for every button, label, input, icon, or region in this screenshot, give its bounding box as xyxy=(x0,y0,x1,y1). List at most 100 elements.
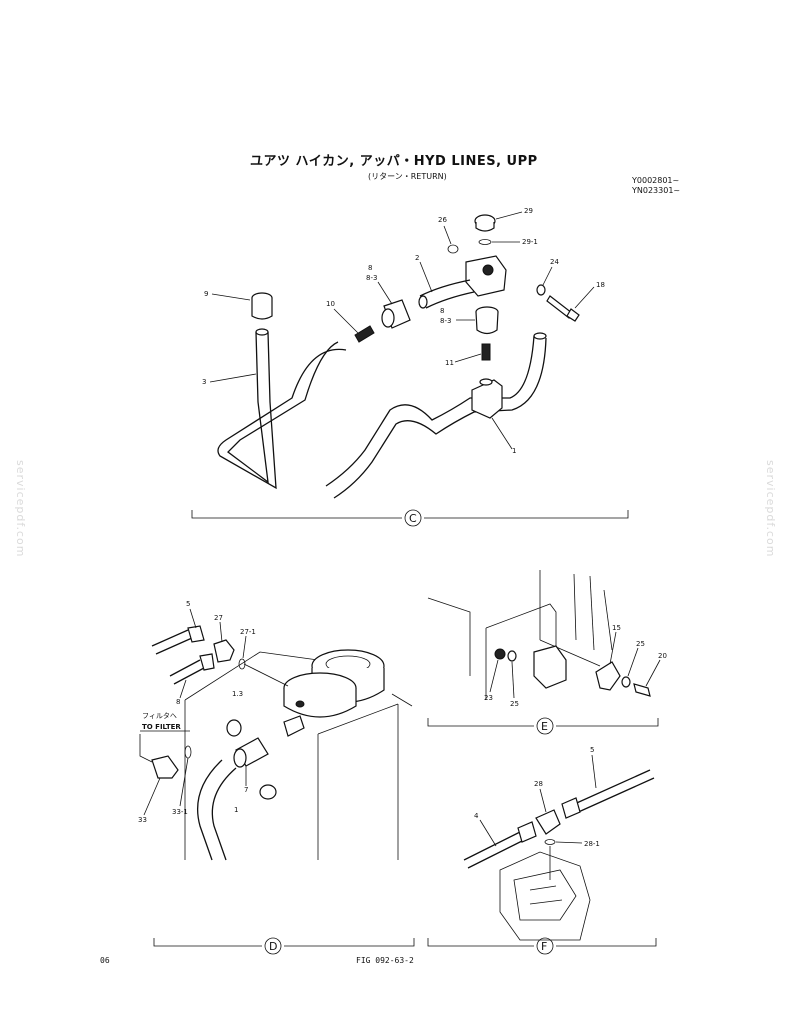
callout-e-25: 25 xyxy=(636,640,645,648)
pipe-1-outer xyxy=(325,335,535,487)
callout-d-27-1: 27-1 xyxy=(240,628,256,636)
hose-f-4-fitting xyxy=(517,821,537,843)
callout-c-26: 26 xyxy=(438,216,447,224)
pipe-1-d-outer xyxy=(196,759,223,861)
tank-plug xyxy=(259,784,277,800)
leader xyxy=(209,373,257,383)
washer-25-lower xyxy=(507,650,517,662)
leader xyxy=(139,734,153,763)
pipe-3-outer xyxy=(227,331,339,484)
callout-c-9: 9 xyxy=(204,290,208,298)
hose-5-a xyxy=(151,629,189,647)
coupling-8-lower-body xyxy=(475,311,499,335)
section-f: 5 28 4 28-1 F xyxy=(427,746,657,955)
cap-29-body xyxy=(475,222,495,232)
figure-number: FIG 092-63-2 xyxy=(356,956,414,965)
leader xyxy=(645,659,661,687)
leader xyxy=(419,261,433,293)
bolt-10 xyxy=(354,325,375,343)
leader xyxy=(189,608,197,629)
leader xyxy=(542,266,553,286)
callout-c-1: 1 xyxy=(512,447,516,455)
leader xyxy=(591,754,597,789)
leader xyxy=(495,211,523,220)
page-code: 06 xyxy=(100,956,110,965)
callout-d-8: 8 xyxy=(176,698,180,706)
frame-e-bracket xyxy=(485,603,557,650)
callout-c-29-1: 29-1 xyxy=(522,238,538,246)
tank-port xyxy=(226,719,242,737)
clamp-15 xyxy=(595,661,621,691)
pipe-1-fitting-port xyxy=(479,378,493,386)
tank-top-right xyxy=(391,693,413,707)
section-c-bracket-left xyxy=(191,510,402,519)
o-ring-33-1 xyxy=(184,745,192,759)
frame-e-rod xyxy=(539,639,601,667)
callout-d-5: 5 xyxy=(186,600,190,608)
hose-5-b xyxy=(155,637,193,655)
serial-number-1: Y0002801~ xyxy=(632,176,680,185)
callout-d-27: 27 xyxy=(214,614,223,622)
leader xyxy=(491,417,513,450)
leader xyxy=(489,659,499,693)
callout-c-8-lower: 8 xyxy=(440,307,444,315)
callout-f-4: 4 xyxy=(474,812,479,820)
callout-f-28-1: 28-1 xyxy=(584,840,600,848)
callout-f-5: 5 xyxy=(590,746,594,754)
leader xyxy=(443,225,452,245)
o-ring-27-1 xyxy=(238,658,246,670)
leader xyxy=(143,777,161,816)
callout-c-8-3-upper: 8-3 xyxy=(366,274,377,282)
hose-2-top xyxy=(419,279,471,297)
section-c-label: C xyxy=(409,512,417,525)
section-e-marker xyxy=(536,717,554,735)
section-f-bracket-left xyxy=(427,938,534,947)
leader xyxy=(454,353,482,363)
callout-c-11: 11 xyxy=(445,359,454,367)
frame-e-pipe-b xyxy=(589,575,595,651)
fitting-33 xyxy=(151,755,179,779)
leader xyxy=(377,281,393,305)
elbow-27 xyxy=(213,639,235,663)
frame-e-left xyxy=(427,597,471,676)
section-f-bracket-right xyxy=(556,938,657,947)
callout-d-13: 1.3 xyxy=(232,690,243,698)
section-e-bracket-left xyxy=(427,718,534,727)
leader xyxy=(539,788,547,813)
callout-d-to-filter: TO FILTER xyxy=(142,723,181,731)
coupling-8-upper-face xyxy=(381,308,395,328)
diagram-title: ユアツ ハイカン, アッパ・HYD LINES, UPP xyxy=(250,154,538,169)
leader xyxy=(609,631,617,665)
section-c-marker xyxy=(404,509,422,527)
pipe-3-inner xyxy=(217,331,347,490)
callout-e-23: 23 xyxy=(484,694,493,702)
leader xyxy=(479,819,497,847)
section-c-bracket-right xyxy=(424,510,629,519)
filter-cap-front-body xyxy=(283,688,357,718)
hose-8-fitting xyxy=(199,653,215,671)
pipe-3-end xyxy=(255,328,269,336)
bolt-20 xyxy=(633,683,651,697)
hose-8-b xyxy=(173,667,205,685)
watermark-right: servicepdf.com xyxy=(764,460,777,558)
hose-2-bottom xyxy=(425,291,475,309)
section-c: 29 26 29-1 24 2 8 8-3 18 9 10 8 8-3 3 11… xyxy=(191,207,629,527)
frame-e-pipe-a xyxy=(573,573,577,641)
callout-d-33: 33 xyxy=(138,816,147,824)
callout-d-1: 1 xyxy=(234,806,238,814)
diagram-subtitle: (リターン・RETURN) xyxy=(368,172,447,181)
leader xyxy=(574,286,595,309)
fitting-9-body xyxy=(251,298,273,320)
callout-e-25-lower: 25 xyxy=(510,700,519,708)
section-f-label: F xyxy=(541,940,547,953)
leader xyxy=(511,661,515,699)
fitting-block xyxy=(465,255,507,297)
callout-c-2: 2 xyxy=(415,254,419,262)
callout-c-8-upper: 8 xyxy=(368,264,372,272)
o-ring-29-1 xyxy=(478,239,492,245)
section-d-label: D xyxy=(269,940,277,953)
callout-e-20: 20 xyxy=(658,652,667,660)
callout-c-18: 18 xyxy=(596,281,605,289)
nut-23 xyxy=(494,648,506,660)
leader xyxy=(555,841,583,844)
